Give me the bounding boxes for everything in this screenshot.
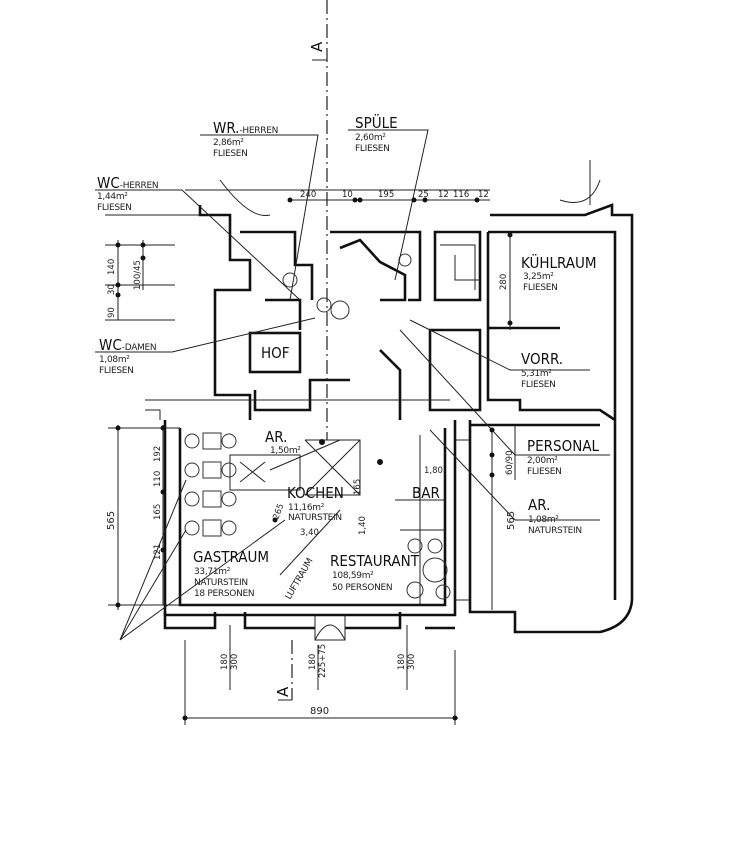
room-kochen: KOCHEN 11,16m² NATURSTEIN: [287, 484, 344, 523]
svg-text:225+75: 225+75: [318, 644, 328, 678]
svg-text:12: 12: [438, 190, 449, 200]
dimension-dots: [115, 197, 513, 721]
room-hof: HOF: [261, 344, 290, 362]
leader-lines: [95, 129, 610, 641]
svg-text:FLIESEN: FLIESEN: [521, 380, 556, 390]
svg-text:116: 116: [453, 190, 469, 200]
svg-text:300: 300: [230, 654, 240, 670]
svg-text:100/45: 100/45: [133, 260, 143, 290]
hof-box: [248, 331, 302, 374]
svg-text:195: 195: [378, 190, 394, 200]
svg-text:265: 265: [271, 502, 286, 521]
svg-text:12: 12: [478, 190, 489, 200]
svg-text:FLIESEN: FLIESEN: [213, 149, 248, 159]
svg-text:1,50m²: 1,50m²: [270, 446, 301, 456]
svg-text:140: 140: [107, 259, 117, 275]
svg-text:180: 180: [397, 654, 407, 670]
room-gastraum: GASTRAUM 33,71m² NATURSTEIN 18 PERSONEN: [193, 548, 269, 599]
svg-text:KÜHLRAUM: KÜHLRAUM: [521, 253, 597, 272]
room-wr-herren: WR.-HERREN 2,86m² FLIESEN: [213, 119, 278, 159]
svg-text:3,25m²: 3,25m²: [523, 272, 554, 282]
svg-text:192: 192: [153, 446, 163, 462]
svg-text:10: 10: [342, 190, 353, 200]
svg-text:NATURSTEIN: NATURSTEIN: [194, 578, 248, 588]
svg-text:300: 300: [407, 654, 417, 670]
dimension-labels: 240 10 195 25 12 116 12 140 100/45 30 90…: [106, 190, 517, 717]
room-bar: BAR: [412, 484, 440, 502]
svg-text:1,08m²: 1,08m²: [528, 515, 559, 525]
room-wc-damen: WC-DAMEN 1,08m² FLIESEN: [99, 336, 157, 376]
svg-text:565: 565: [106, 511, 117, 530]
svg-text:PERSONAL: PERSONAL: [527, 437, 600, 455]
svg-text:2,60m²: 2,60m²: [355, 133, 386, 143]
svg-text:1,44m²: 1,44m²: [97, 192, 128, 202]
svg-text:NATURSTEIN: NATURSTEIN: [288, 513, 342, 523]
svg-text:3,40: 3,40: [300, 528, 319, 538]
svg-text:30: 30: [107, 284, 117, 295]
svg-text:280: 280: [499, 274, 509, 290]
svg-text:KOCHEN: KOCHEN: [287, 484, 344, 502]
svg-text:110: 110: [153, 471, 163, 487]
svg-text:240: 240: [300, 190, 316, 200]
svg-text:SPÜLE: SPÜLE: [355, 113, 398, 132]
svg-text:FLIESEN: FLIESEN: [527, 467, 562, 477]
section-mark-top: A: [308, 41, 326, 52]
svg-text:180: 180: [220, 654, 230, 670]
svg-text:60/90: 60/90: [505, 451, 515, 476]
svg-text:90: 90: [107, 307, 117, 318]
svg-text:890: 890: [310, 706, 329, 717]
svg-text:165: 165: [353, 479, 363, 495]
svg-text:GASTRAUM: GASTRAUM: [193, 548, 269, 566]
room-luftraum: LUFTRAUM: [284, 557, 315, 602]
svg-text:AR.: AR.: [265, 428, 287, 446]
svg-text:11,16m²: 11,16m²: [288, 503, 325, 513]
svg-text:WC-DAMEN: WC-DAMEN: [99, 336, 156, 354]
svg-text:VORR.: VORR.: [521, 350, 563, 368]
svg-text:18 PERSONEN: 18 PERSONEN: [194, 589, 254, 599]
svg-text:108,59m²: 108,59m²: [332, 571, 374, 581]
svg-text:WC-HERREN: WC-HERREN: [97, 174, 158, 192]
svg-text:25: 25: [418, 190, 429, 200]
room-spuele: SPÜLE 2,60m² FLIESEN: [355, 113, 398, 154]
dimension-lines: [105, 199, 516, 725]
svg-text:1,08m²: 1,08m²: [99, 355, 130, 365]
svg-text:180: 180: [308, 654, 318, 670]
furniture: [184, 253, 451, 600]
svg-text:WR.-HERREN: WR.-HERREN: [213, 119, 278, 137]
svg-text:50 PERSONEN: 50 PERSONEN: [332, 583, 392, 593]
room-wc-herren: WC-HERREN 1,44m² FLIESEN: [97, 174, 159, 213]
svg-text:165: 165: [153, 504, 163, 520]
svg-text:1,80: 1,80: [424, 466, 443, 476]
svg-text:121: 121: [153, 544, 163, 560]
room-ar-left: AR. 1,50m²: [265, 428, 302, 456]
room-kuehlraum: KÜHLRAUM 3,25m² FLIESEN: [521, 253, 597, 293]
svg-text:1,40: 1,40: [358, 516, 368, 535]
svg-text:RESTAURANT: RESTAURANT: [330, 552, 420, 570]
svg-text:565: 565: [506, 511, 517, 530]
svg-text:NATURSTEIN: NATURSTEIN: [528, 526, 582, 536]
room-personal: PERSONAL 2,00m² FLIESEN: [527, 437, 600, 477]
walls: [105, 160, 634, 641]
room-vorr: VORR. 5,31m² FLIESEN: [521, 350, 563, 390]
svg-text:FLIESEN: FLIESEN: [99, 366, 134, 376]
svg-text:33,71m²: 33,71m²: [194, 567, 231, 577]
svg-text:FLIESEN: FLIESEN: [523, 283, 558, 293]
svg-text:2,86m²: 2,86m²: [213, 138, 244, 148]
svg-text:2,00m²: 2,00m²: [527, 456, 558, 466]
room-ar-right: AR. 1,08m² NATURSTEIN: [528, 496, 582, 536]
svg-text:FLIESEN: FLIESEN: [355, 144, 390, 154]
section-mark-bottom: A: [274, 686, 292, 697]
svg-text:5,31m²: 5,31m²: [521, 369, 552, 379]
svg-text:FLIESEN: FLIESEN: [97, 203, 132, 213]
svg-text:AR.: AR.: [528, 496, 550, 514]
room-restaurant: RESTAURANT 108,59m² 50 PERSONEN: [330, 552, 420, 593]
